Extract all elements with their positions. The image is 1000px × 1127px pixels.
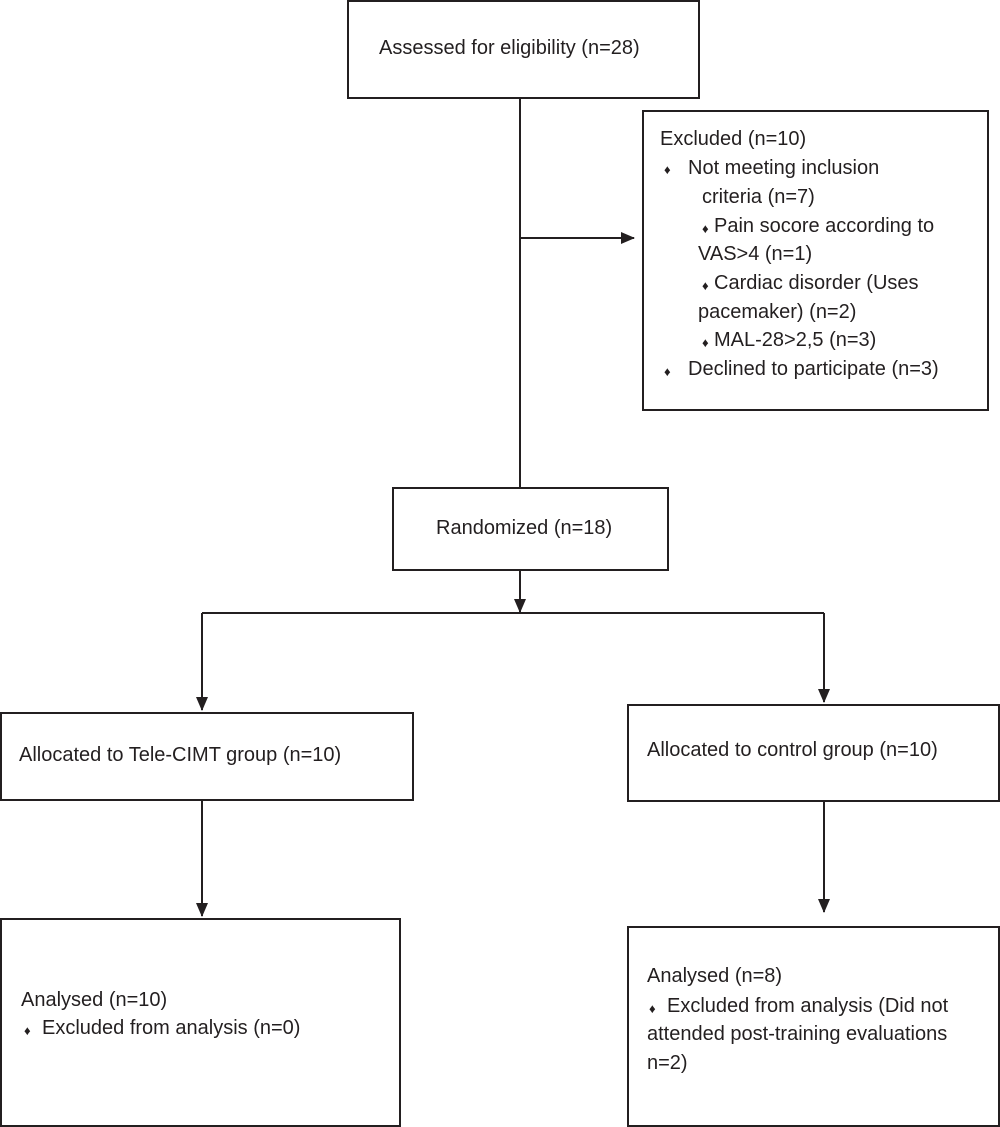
control-analysed-box: Analysed (n=8) ♦ Excluded from analysis … — [627, 926, 1000, 1127]
bullet-icon: ♦ — [664, 162, 671, 177]
cardiac-line1: Cardiac disorder (Uses — [714, 272, 919, 294]
control-group-box: Allocated to control group (n=10) — [627, 704, 1000, 802]
assessed-label: Assessed for eligibility (n=28) — [379, 37, 640, 59]
not-meeting-criteria-line2: criteria (n=7) — [702, 186, 815, 208]
bullet-icon: ♦ — [702, 278, 709, 293]
pain-score-line2: VAS>4 (n=1) — [698, 243, 813, 265]
randomized-box: Randomized (n=18) — [392, 487, 669, 571]
bullet-icon: ♦ — [664, 364, 671, 379]
bullet-icon: ♦ — [649, 1001, 656, 1016]
control-group-label: Allocated to control group (n=10) — [647, 739, 938, 761]
bullet-icon: ♦ — [702, 335, 709, 350]
tele-analysed-title: Analysed (n=10) — [21, 989, 168, 1011]
declined-line: Declined to participate (n=3) — [688, 358, 939, 380]
excluded-box: Excluded (n=10) ♦ Not meeting inclusion … — [642, 110, 989, 411]
control-excluded-line1: Excluded from analysis (Did not — [667, 995, 949, 1017]
control-analysed-title: Analysed (n=8) — [647, 965, 783, 987]
bullet-icon: ♦ — [702, 221, 709, 236]
control-excluded-line3: n=2) — [647, 1052, 688, 1074]
tele-analysed-box: Analysed (n=10) ♦ Excluded from analysis… — [0, 918, 401, 1127]
cardiac-line2: pacemaker) (n=2) — [698, 301, 857, 323]
control-excluded-line2: attended post-training evaluations — [647, 1023, 948, 1045]
randomized-label: Randomized (n=18) — [436, 517, 613, 539]
pain-score-line1: Pain socore according to — [714, 215, 935, 237]
mal-line: MAL-28>2,5 (n=3) — [714, 329, 877, 351]
tele-excluded-line: Excluded from analysis (n=0) — [42, 1017, 301, 1039]
not-meeting-criteria-line1: Not meeting inclusion — [688, 157, 880, 179]
excluded-title: Excluded (n=10) — [660, 128, 807, 150]
assessed-box: Assessed for eligibility (n=28) — [347, 0, 700, 99]
tele-group-label: Allocated to Tele-CIMT group (n=10) — [19, 744, 342, 766]
tele-group-box: Allocated to Tele-CIMT group (n=10) — [0, 712, 414, 801]
bullet-icon: ♦ — [24, 1023, 31, 1038]
